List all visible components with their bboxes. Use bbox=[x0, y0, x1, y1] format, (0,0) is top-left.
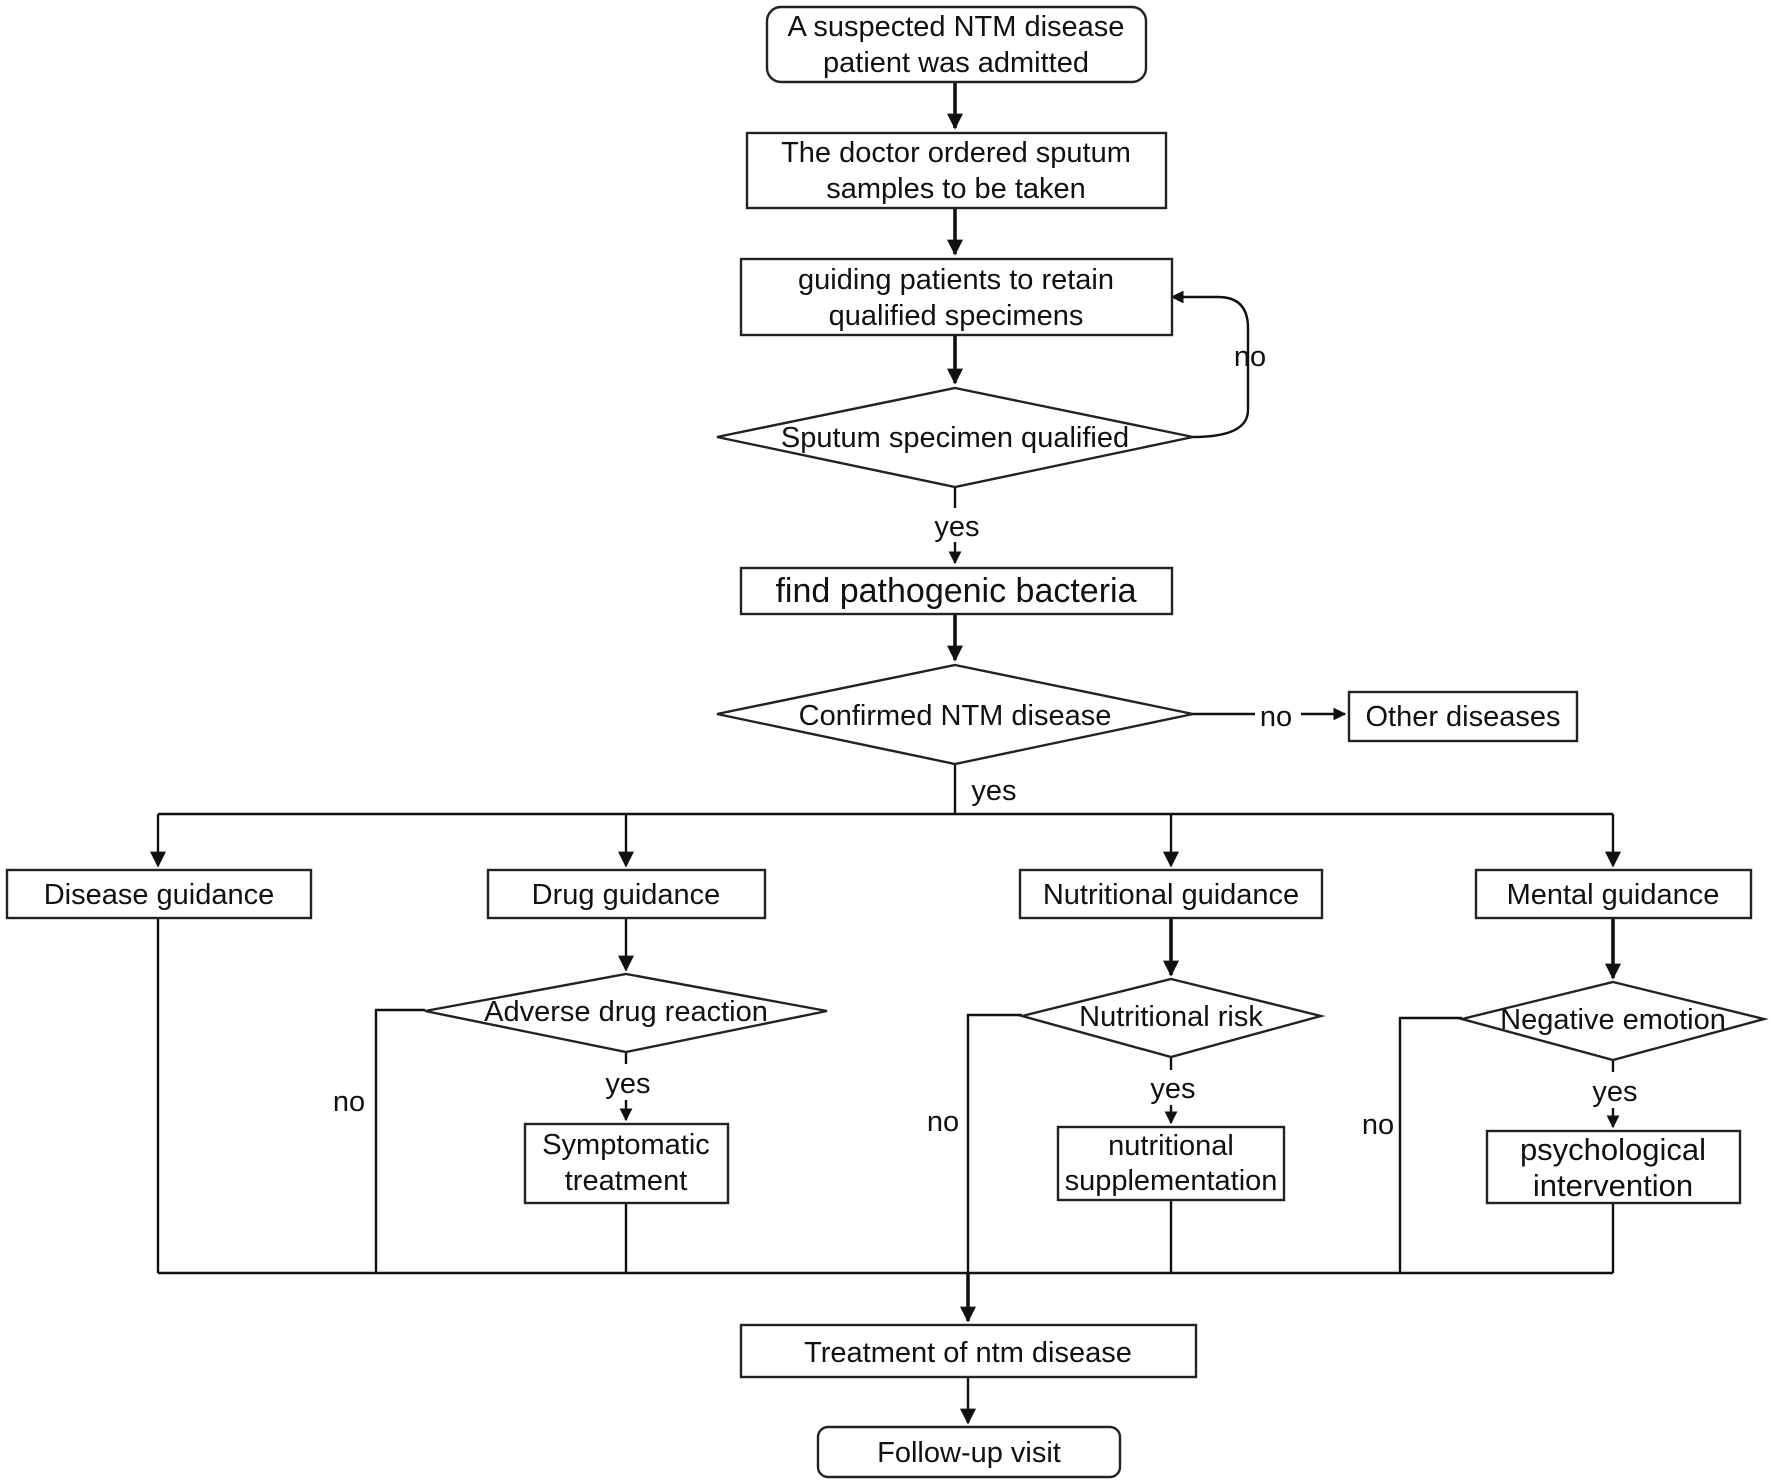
node-symptomatic-line2: treatment bbox=[565, 1165, 688, 1197]
node-guiding-line1: guiding patients to retain bbox=[798, 264, 1114, 296]
node-confirmed-diamond bbox=[716, 663, 1194, 766]
edge-emotion-no bbox=[1398, 1016, 1462, 1273]
node-supplementation bbox=[1056, 1125, 1286, 1202]
edge-label-no-drug: no bbox=[333, 1086, 365, 1118]
node-sputum-order-line2: samples to be taken bbox=[826, 173, 1086, 205]
node-symptomatic bbox=[523, 1122, 730, 1205]
edge-label-yes-nutrition: yes bbox=[1150, 1073, 1195, 1105]
edge-labels: no yes no yes yes no yes no yes no bbox=[333, 341, 1638, 1141]
node-find-bacteria-label: find pathogenic bacteria bbox=[775, 572, 1136, 610]
node-guiding-line2: qualified specimens bbox=[829, 300, 1084, 332]
nodes: A suspected NTM disease patient was admi… bbox=[5, 5, 1769, 1479]
edge-label-yes-confirmed: yes bbox=[971, 775, 1016, 807]
edge-label-yes-mental: yes bbox=[1592, 1076, 1637, 1108]
node-disease-guidance-label: Disease guidance bbox=[44, 879, 275, 911]
node-sputum-order-line1: The doctor ordered sputum bbox=[781, 137, 1131, 169]
node-confirmed-label: Confirmed NTM disease bbox=[799, 700, 1112, 732]
edge-risk-no bbox=[966, 1013, 1022, 1273]
node-qualified-diamond bbox=[716, 386, 1194, 489]
edge-adverse-no bbox=[374, 1008, 425, 1273]
node-emotion-diamond bbox=[1457, 980, 1769, 1062]
node-symptomatic-line1: Symptomatic bbox=[542, 1129, 710, 1161]
node-admitted bbox=[765, 5, 1148, 84]
node-supplementation-line2: supplementation bbox=[1065, 1165, 1278, 1197]
edge-label-no-mental: no bbox=[1362, 1109, 1394, 1141]
node-treatment-label: Treatment of ntm disease bbox=[804, 1337, 1132, 1369]
node-treatment bbox=[739, 1323, 1198, 1379]
edge-label-yes-drug: yes bbox=[605, 1068, 650, 1100]
node-follow-up-label: Follow-up visit bbox=[877, 1437, 1061, 1469]
node-disease-guidance bbox=[5, 868, 313, 920]
edge-qualified-no-loop bbox=[1170, 290, 1250, 439]
node-mental-guidance-label: Mental guidance bbox=[1507, 879, 1720, 911]
node-psychological-line1: psychological bbox=[1520, 1132, 1706, 1167]
edge-label-no-nutrition: no bbox=[927, 1106, 959, 1138]
edge-label-no-retake: no bbox=[1234, 341, 1266, 373]
edge-label-yes-qualified: yes bbox=[934, 511, 979, 543]
node-sputum-order bbox=[745, 131, 1168, 210]
node-psychological bbox=[1485, 1129, 1742, 1205]
node-nutritional-guidance bbox=[1018, 868, 1324, 920]
node-mental-guidance bbox=[1474, 868, 1753, 920]
node-admitted-line1: A suspected NTM disease bbox=[788, 11, 1125, 43]
node-emotion-label: Negative emotion bbox=[1500, 1004, 1726, 1036]
node-adverse-label: Adverse drug reaction bbox=[484, 996, 768, 1028]
node-find-bacteria bbox=[739, 566, 1174, 616]
node-risk-label: Nutritional risk bbox=[1079, 1001, 1263, 1033]
node-follow-up bbox=[816, 1425, 1122, 1479]
edges bbox=[150, 82, 1621, 1425]
node-admitted-line2: patient was admitted bbox=[823, 47, 1089, 79]
node-psychological-line2: intervention bbox=[1533, 1168, 1693, 1203]
node-adverse-diamond bbox=[424, 972, 828, 1054]
node-drug-guidance-label: Drug guidance bbox=[532, 879, 721, 911]
node-drug-guidance bbox=[486, 868, 767, 920]
node-other-diseases-label: Other diseases bbox=[1365, 701, 1560, 733]
edge-label-no-other: no bbox=[1260, 701, 1292, 733]
node-supplementation-line1: nutritional bbox=[1108, 1130, 1234, 1162]
node-guiding bbox=[739, 257, 1174, 337]
node-other-diseases bbox=[1347, 690, 1579, 743]
node-qualified-label: Sputum specimen qualified bbox=[781, 422, 1129, 454]
node-nutritional-guidance-label: Nutritional guidance bbox=[1043, 879, 1299, 911]
node-risk-diamond bbox=[1017, 977, 1326, 1059]
